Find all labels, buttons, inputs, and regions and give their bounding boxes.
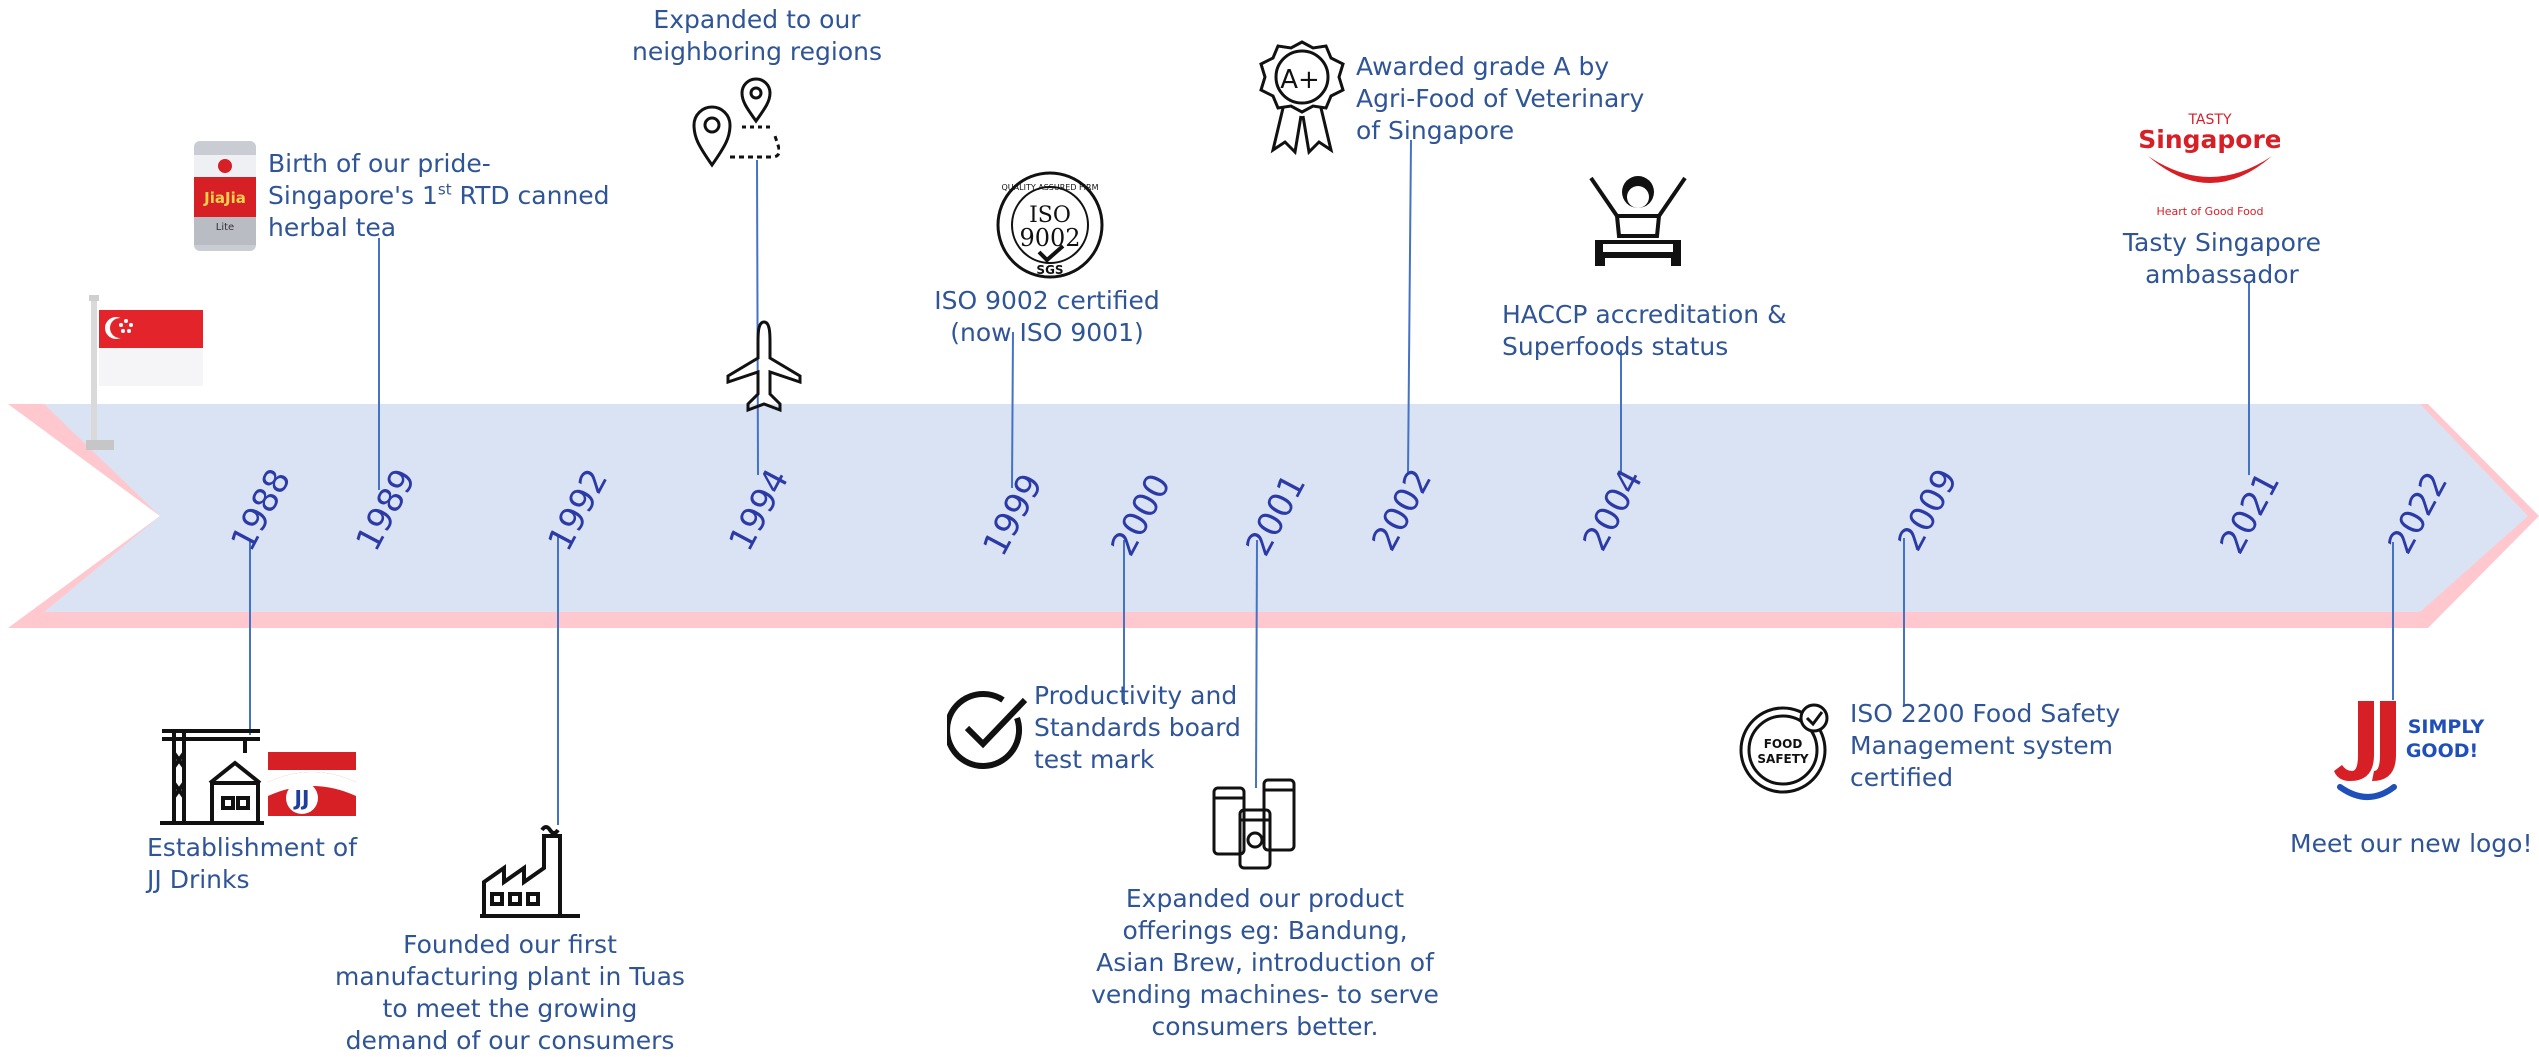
check-circle-icon [947, 690, 1028, 769]
iso-ring-text: QUALITY ASSURED FIRM [1002, 183, 1099, 192]
milestone-2001-text: Expanded our product offerings eg: Bandu… [1091, 884, 1439, 1041]
iso-sgs-text: SGS [1036, 263, 1063, 277]
construction-crane-icon [160, 729, 264, 825]
milestone-2021-text: Tasty Singapore ambassador [2122, 228, 2322, 289]
milestone-1994-text: Expanded to our neighboring regions [631, 5, 883, 66]
airplane-icon [726, 320, 802, 413]
leader-1994 [756, 159, 759, 476]
tasty-text-3: Heart of Good Food [2156, 205, 2263, 218]
milestone-1989-text-b: RTD canned herbal tea [268, 181, 610, 242]
milestone-1988-text: Establishment of JJ Drinks [147, 833, 357, 894]
can-lite-text: Lite [216, 222, 234, 233]
leader-1999 [1011, 331, 1014, 489]
milestone-1989-sup: st [437, 180, 452, 199]
iso-9002-seal-icon: QUALITY ASSURED FIRM ISO 9002 SGS [996, 171, 1104, 279]
milestone-1989-text: Birth of our pride- Singapore's 1st RTD … [268, 148, 610, 244]
food-safety-badge-icon: FOOD SAFETY [1739, 703, 1829, 794]
drink-cans-icon [1212, 778, 1296, 870]
tasty-singapore-logo-icon: TASTY Singapore Heart of Good Food [2140, 112, 2280, 218]
food-safety-text-1: FOOD [1764, 737, 1803, 751]
iso-number-text: 9002 [1019, 224, 1080, 252]
milestone-2002-text: Awarded grade A by Agri-Food of Veterina… [1356, 52, 1645, 145]
grade-a-award-icon: A+ [1259, 40, 1345, 156]
jj-new-logo-icon: SIMPLY GOOD! [2334, 701, 2485, 800]
map-pin-route-icon [692, 77, 780, 168]
milestone-1992-text: Founded our first manufacturing plant in… [335, 930, 685, 1055]
milestone-1989-text-a: Birth of our pride- Singapore's 1 [268, 149, 491, 210]
milestone-2004-text: HACCP accreditation & Superfoods status [1502, 300, 1787, 361]
simply-text-1: SIMPLY [2408, 716, 2485, 738]
grade-text: A+ [1280, 65, 1320, 95]
simply-text-2: GOOD! [2406, 740, 2478, 762]
jj-old-logo-icon: JJ [268, 752, 356, 816]
leader-2002 [1407, 139, 1412, 476]
milestone-2009-text: ISO 2200 Food Safety Management system c… [1850, 699, 2121, 792]
jj-old-logo-text: JJ [293, 786, 310, 810]
food-safety-text-2: SAFETY [1757, 752, 1809, 766]
tasty-text-2: Singapore [2140, 125, 2280, 154]
milestone-1999-text: ISO 9002 certified (now ISO 9001) [934, 286, 1160, 347]
timeline-arrow-fill [44, 404, 2528, 612]
milestone-2000-text: Productivity and Standards board test ma… [1034, 681, 1241, 774]
leader-2001 [1255, 539, 1258, 789]
milestone-2022-text: Meet our new logo! [2290, 829, 2533, 858]
can-brand-text: JiaJia [203, 189, 246, 207]
herbal-tea-can-icon: JiaJia Lite [194, 141, 256, 251]
factory-icon [480, 825, 580, 918]
iso-main-text: ISO [1029, 203, 1071, 228]
celebrating-person-icon [1589, 176, 1687, 266]
tasty-text-1: TASTY [2187, 112, 2231, 128]
leader-lines [249, 139, 2394, 825]
singapore-flag-icon [86, 295, 203, 450]
